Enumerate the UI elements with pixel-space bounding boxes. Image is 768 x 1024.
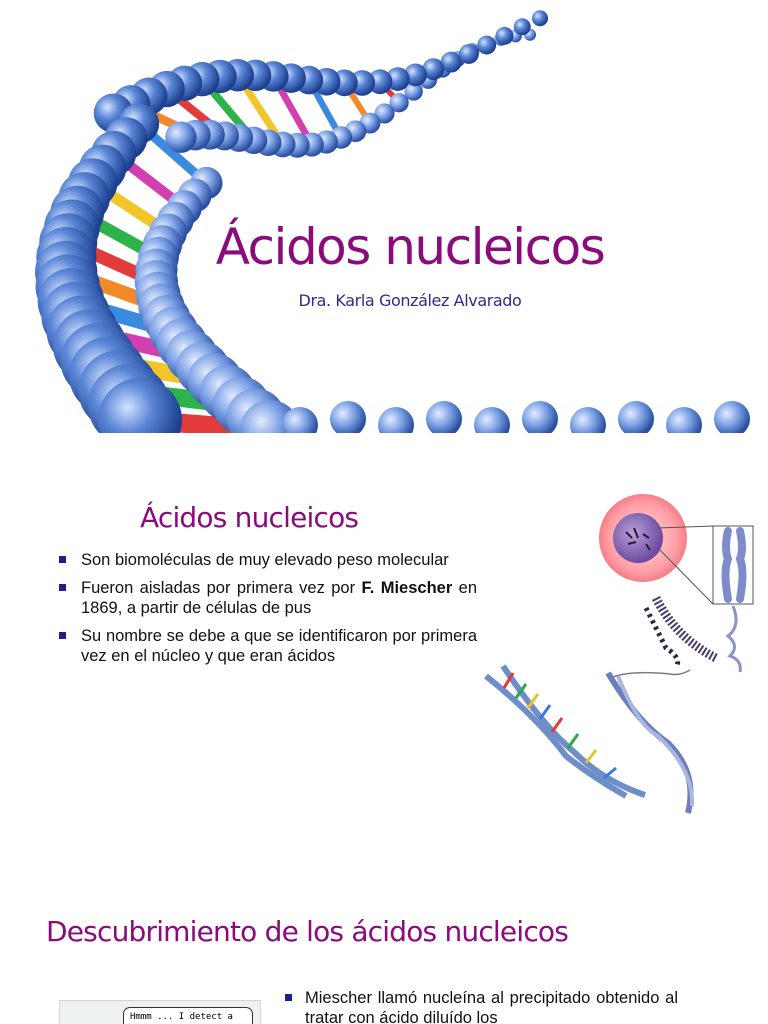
dna-bead xyxy=(474,407,510,433)
bullet-item: Fueron aisladas por primera vez por F. M… xyxy=(59,578,477,618)
dna-bead xyxy=(282,407,318,433)
dna-bead xyxy=(458,43,479,64)
dna-bead xyxy=(618,401,654,433)
dna-bead xyxy=(330,401,366,433)
dna-bead xyxy=(389,93,409,113)
bullet-item: Son biomoléculas de muy elevado peso mol… xyxy=(59,550,477,570)
bullet-text: Son biomoléculas de muy elevado peso mol… xyxy=(81,551,449,569)
dna-bead xyxy=(714,401,750,433)
scientist-cartoon-icon: Hmmm ... I detect a xyxy=(59,1000,261,1024)
bullet-text: Miescher llamó nucleína al precipitado o… xyxy=(305,989,678,1024)
dna-bead xyxy=(422,58,445,81)
dna-bead xyxy=(426,401,462,433)
dna-bead xyxy=(440,51,462,73)
dna-bead xyxy=(532,10,548,27)
dna-bead xyxy=(165,121,197,153)
bullet-text: Fueron aisladas por primera vez por xyxy=(81,579,362,597)
dna-bead xyxy=(666,407,702,433)
dna-bead xyxy=(98,378,182,433)
dna-bead xyxy=(522,401,558,433)
speech-bubble: Hmmm ... I detect a xyxy=(123,1007,253,1024)
dna-bead xyxy=(404,63,427,87)
dna-bead xyxy=(404,82,423,101)
bullet-item: Miescher llamó nucleína al precipitado o… xyxy=(285,988,678,1024)
slide-subtitle: Dra. Karla González Alvarado xyxy=(298,291,522,310)
slide-title: Descubrimiento de los ácidos nucleicos xyxy=(46,915,569,948)
dna-bead xyxy=(495,26,514,45)
bullet-text: Su nombre se debe a que se identificaron… xyxy=(81,627,477,665)
dna-bead xyxy=(477,35,497,55)
cell-chromosome-dna-icon xyxy=(484,494,754,814)
content-slide: Ácidos nucleicos Son biomoléculas de muy… xyxy=(0,433,768,853)
slide-title: Ácidos nucleicos xyxy=(140,501,359,534)
bullet-bold-name: F. Miescher xyxy=(361,579,453,597)
bullet-text: en 1869, a partir de células de pus xyxy=(81,579,477,617)
dna-helix-icon xyxy=(35,10,750,433)
title-slide: Ácidos nucleicos Dra. Karla González Alv… xyxy=(0,0,768,433)
dna-bead xyxy=(570,407,606,433)
discovery-slide: Descubrimiento de los ácidos nucleicos H… xyxy=(0,853,768,1024)
bullet-list: Son biomoléculas de muy elevado peso mol… xyxy=(59,550,477,674)
bullet-list: Miescher llamó nucleína al precipitado o… xyxy=(285,988,678,1024)
dna-bead xyxy=(378,407,414,433)
slide-title: Ácidos nucleicos xyxy=(215,218,606,276)
dna-bead xyxy=(374,103,395,124)
dna-bead xyxy=(513,18,531,36)
bullet-item: Su nombre se debe a que se identificaron… xyxy=(59,626,477,666)
